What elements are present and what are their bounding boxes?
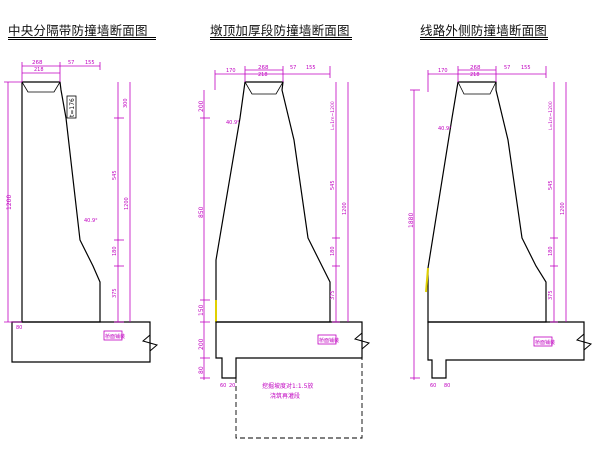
panel-3-dim-left-0: 1880 (408, 213, 415, 228)
panel-2-dim-top-a: 170 (226, 68, 236, 74)
panel-2-dim-small-b: 155 (306, 65, 316, 71)
panel-2-slab-tag: 桥面铺装 (319, 337, 339, 344)
panel-3-side-note: L=1m~1200 (548, 101, 554, 130)
panel-2-dim-top-width: 268 (258, 65, 269, 71)
panel-1-dim-right-3: 180 (112, 246, 118, 256)
panel-3-dim-right-3: 375 (548, 290, 554, 300)
panel-1-barrier-outline (21, 81, 101, 323)
panel-3-cap (457, 81, 497, 95)
panel-3-dim-top-width: 268 (470, 65, 481, 71)
panel-2-excavation-note-2: 浇筑再灌段 (270, 393, 301, 400)
panel-3-dim-small-b: 155 (521, 65, 531, 71)
panel-3-dim-small-a: 57 (504, 65, 510, 71)
panel-2-break-line (353, 322, 371, 358)
panel-3-title-underline (420, 37, 548, 38)
panel-3-dim-right-2: 180 (548, 246, 554, 256)
panel-1-dim-top-width: 268 (32, 60, 43, 66)
panel-1-dim-inner-width: 218 (34, 67, 44, 73)
panel-1-angle: 40.9° (84, 218, 98, 224)
panel-3-slab (427, 321, 585, 379)
panel-2-excavation-note-1: 挖掘坡度对1:1.5放 (262, 383, 314, 390)
panel-2-drawing: 170 268 218 57 155 200 850 150 200 80 L=… (198, 65, 371, 439)
panel-3-dim-inner-width: 218 (470, 72, 480, 78)
panel-2-dim-right-2: 180 (330, 246, 336, 256)
panel-2-slab (215, 321, 363, 379)
panel-2-dim-left-1: 850 (198, 206, 205, 218)
panel-1-drawing: 268 218 57 155 1200 300 545 1200 180 375… (4, 60, 159, 363)
panel-2-bottom-0: 60 (220, 383, 226, 389)
panel-2-title: 墩顶加厚段防撞墙断面图 (210, 23, 350, 38)
panel-3-highlight (425, 267, 429, 293)
panel-1-note-box (66, 95, 77, 119)
panel-3-bottom-0: 60 (430, 383, 436, 389)
panel-2-angle: 40.9° (226, 120, 240, 126)
panel-2-barrier-outline (215, 81, 331, 323)
panel-1-break-line (141, 322, 159, 362)
panel-1-slab-tag: 桥面铺装 (105, 333, 125, 340)
panel-2-excavation-outline (235, 358, 363, 439)
panel-1-dim-small-b: 155 (85, 60, 95, 66)
panel-1-dim-right-4: 375 (112, 288, 118, 298)
panel-1-dim-right-1: 545 (112, 170, 118, 180)
panel-3-title-underline-2 (420, 39, 548, 40)
panel-1-dimension-lines (4, 62, 131, 341)
panel-3-angle: 40.9° (438, 126, 452, 132)
panel-2-cap (244, 81, 284, 95)
panel-2-dimension-lines (200, 66, 349, 380)
panel-2-dim-left-0: 200 (198, 100, 205, 112)
panel-1-dim-right-2: 1200 (124, 197, 130, 210)
panel-3-dim-right-1: 1200 (560, 202, 566, 215)
panel-1-dim-small-a: 57 (68, 60, 74, 66)
panel-2-dim-inner-width: 218 (258, 72, 268, 78)
panel-2-title-underline-2 (210, 39, 352, 40)
panel-2-title-underline (210, 37, 352, 38)
panel-1-title: 中央分隔带防撞墙断面图 (8, 23, 148, 38)
panel-3-dim-top-a: 170 (438, 68, 448, 74)
panel-2-dim-left-2: 150 (198, 304, 205, 316)
panel-2-dim-right-1: 1200 (342, 202, 348, 215)
panel-2-dim-small-a: 57 (290, 65, 296, 71)
panel-1-dim-right-0: 300 (123, 98, 129, 108)
panel-2-dim-left-4: 80 (198, 366, 205, 374)
panel-3-break-line (575, 322, 593, 360)
panel-3-bottom-1: 80 (444, 383, 450, 389)
panel-1-slab (11, 321, 151, 363)
panel-3-title: 线路外侧防撞墙断面图 (420, 23, 548, 38)
panel-2-dim-left-3: 200 (198, 338, 205, 350)
panel-1-cap (21, 81, 61, 93)
panel-2-dim-right-3: 375 (330, 290, 336, 300)
panel-3-dim-right-0: 545 (548, 180, 554, 190)
panel-3-drawing: 170 268 218 57 155 1880 L=1m~1200 545 12… (408, 65, 593, 389)
panel-3-slab-tag: 桥面铺装 (535, 339, 555, 346)
panel-1-dim-total-height: 1200 (6, 195, 13, 210)
panel-2-bottom-1: 20 (229, 383, 235, 389)
panel-3-barrier-outline (427, 81, 547, 323)
panel-2-side-note: L=1m~1200 (330, 101, 336, 130)
panel-1-title-underline-2 (8, 39, 156, 40)
panel-1-dim-bottom: 80 (16, 325, 22, 331)
panel-3-dimension-lines (410, 66, 567, 380)
panel-1-note-t: t=176 (69, 98, 76, 117)
panel-2-dim-right-0: 545 (330, 180, 336, 190)
panel-1-title-underline (8, 37, 156, 38)
